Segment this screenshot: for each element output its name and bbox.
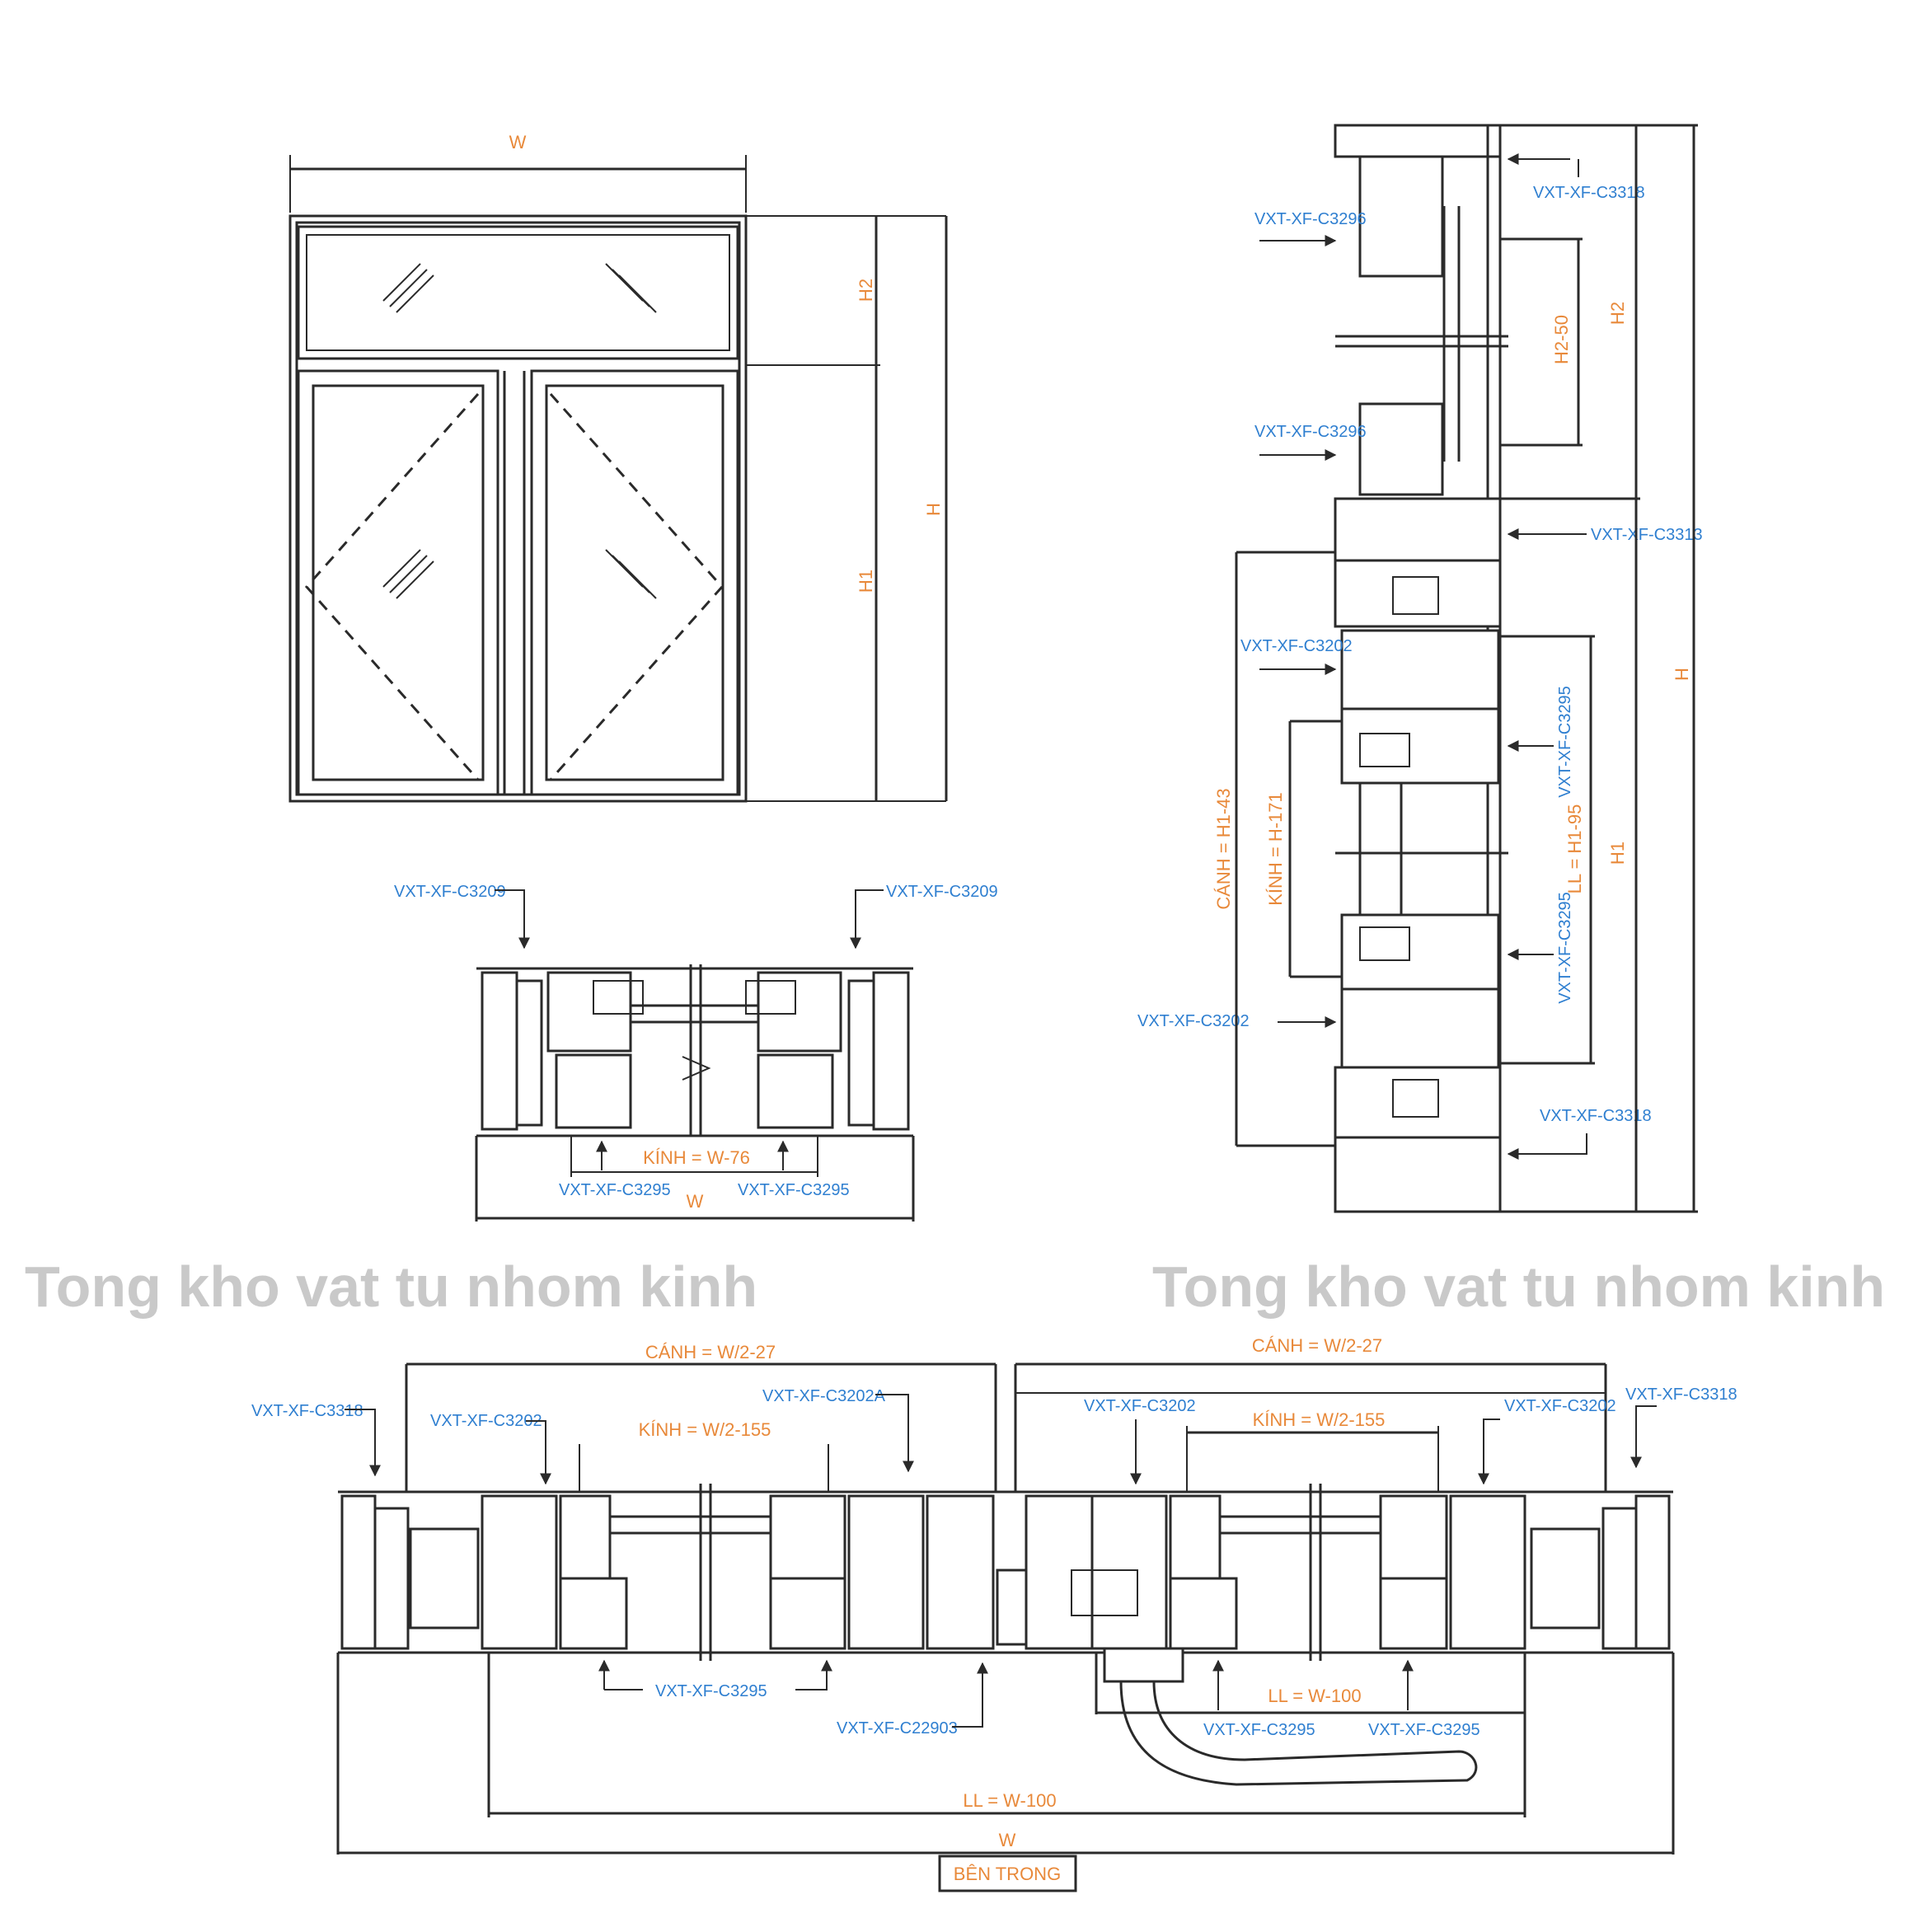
vert-c3295-a: VXT-XF-C3295	[1556, 686, 1574, 798]
vert-kinh: KÍNH = H-171	[1265, 792, 1286, 906]
vert-h2: H2	[1607, 302, 1628, 325]
vert-h2-50: H2-50	[1551, 315, 1572, 364]
vert-c3295-b: VXT-XF-C3295	[1556, 892, 1574, 1004]
vertical-section: VXT-XF-C3296 VXT-XF-C3296 VXT-XF-C3202 V…	[1137, 124, 1703, 1213]
head-section: VXT-XF-C3209 VXT-XF-C3209 KÍNH = W-76 VX…	[394, 883, 998, 1222]
plan-c3318-left: VXT-XF-C3318	[251, 1402, 363, 1420]
vert-h: H	[1672, 668, 1692, 681]
head-w-label: W	[687, 1191, 704, 1212]
window-elevation: W	[288, 132, 948, 803]
elevation-h1-label: H1	[856, 570, 876, 593]
plan-kinh-left: KÍNH = W/2-155	[639, 1419, 771, 1440]
plan-section: CÁNH = W/2-27 CÁNH = W/2-27 VXT-XF-C3318…	[251, 1335, 1737, 1892]
glass-mark-icon	[382, 263, 657, 313]
vert-c3296-b: VXT-XF-C3296	[1254, 423, 1367, 441]
vert-c3202-b: VXT-XF-C3202	[1137, 1012, 1250, 1030]
elevation-h2-label: H2	[856, 279, 876, 302]
vert-c3296-a: VXT-XF-C3296	[1254, 210, 1367, 228]
head-code-left: VXT-XF-C3209	[394, 883, 506, 901]
watermark-right: Tong kho vat tu nhom kinh	[1152, 1254, 1885, 1319]
plan-canh-left: CÁNH = W/2-27	[645, 1342, 776, 1362]
plan-c3202-mid: VXT-XF-C3202	[1084, 1397, 1196, 1415]
plan-ll-mid: LL = W-100	[1268, 1686, 1361, 1706]
plan-kinh-right: KÍNH = W/2-155	[1253, 1409, 1386, 1430]
vert-canh: CÁNH = H1-43	[1213, 788, 1234, 909]
vert-c3318-bottom: VXT-XF-C3318	[1540, 1107, 1652, 1125]
vert-c3313: VXT-XF-C3313	[1591, 526, 1703, 544]
plan-c3295-left: VXT-XF-C3295	[655, 1682, 767, 1700]
watermark-left: Tong kho vat tu nhom kinh	[25, 1254, 757, 1319]
plan-c3202a: VXT-XF-C3202A	[762, 1387, 886, 1405]
plan-c3295-mid: VXT-XF-C3295	[1203, 1721, 1315, 1739]
vert-ll: LL = H1-95	[1564, 804, 1585, 894]
handle-icon	[1103, 1647, 1478, 1786]
plan-c3202-right: VXT-XF-C3202	[1504, 1397, 1616, 1415]
plan-w: W	[999, 1830, 1016, 1850]
vert-c3318-top: VXT-XF-C3318	[1533, 184, 1645, 202]
plan-c22903: VXT-XF-C22903	[837, 1719, 958, 1737]
plan-c3318-right: VXT-XF-C3318	[1625, 1386, 1737, 1404]
head-bead-left: VXT-XF-C3295	[559, 1181, 671, 1199]
head-bead-right: VXT-XF-C3295	[738, 1181, 850, 1199]
vert-h1: H1	[1607, 842, 1628, 865]
plan-canh-right: CÁNH = W/2-27	[1252, 1335, 1382, 1356]
plan-c3295-right: VXT-XF-C3295	[1368, 1721, 1480, 1739]
head-code-right: VXT-XF-C3209	[886, 883, 998, 901]
plan-ll-bottom: LL = W-100	[963, 1790, 1056, 1811]
elevation-w-label: W	[509, 132, 527, 152]
vert-c3202-a: VXT-XF-C3202	[1240, 637, 1353, 655]
glass-mark-icon	[382, 549, 657, 599]
plan-inside-label: BÊN TRONG	[954, 1864, 1061, 1884]
elevation-h-label: H	[923, 503, 944, 516]
head-glass-label: KÍNH = W-76	[643, 1147, 750, 1168]
plan-c3202-left: VXT-XF-C3202	[430, 1412, 542, 1430]
